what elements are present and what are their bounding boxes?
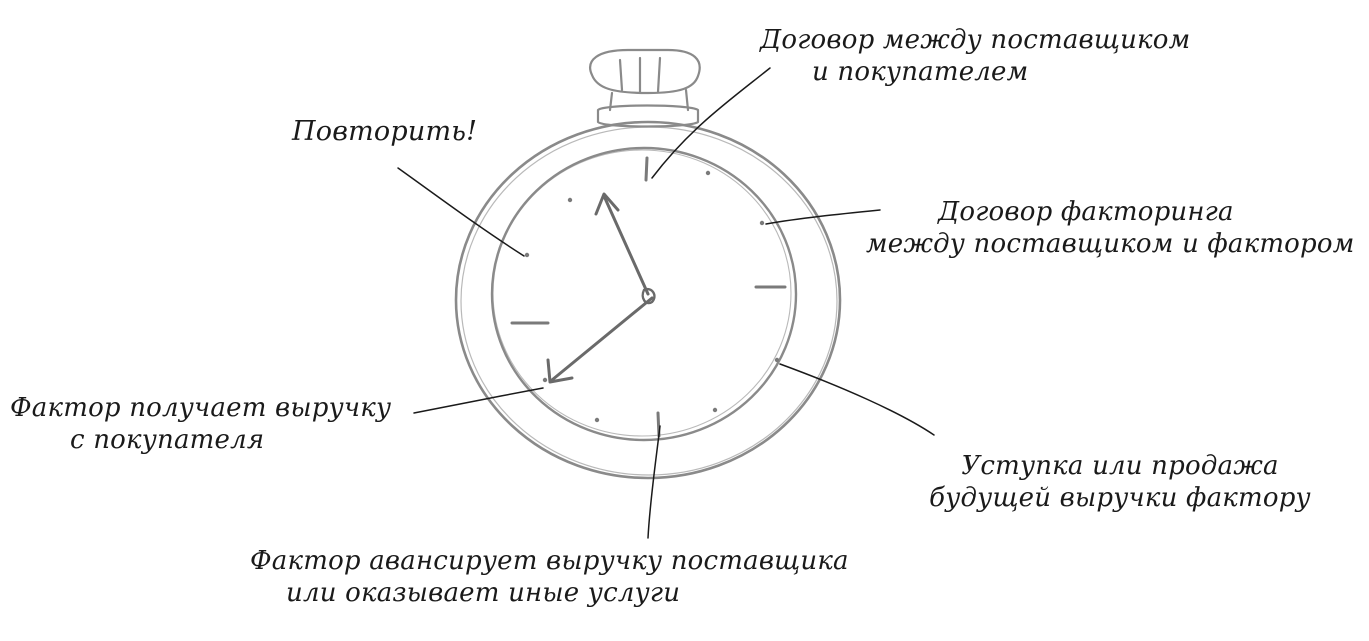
label-repeat-line1: Повторить! [292, 116, 477, 148]
marker-5 [713, 408, 717, 412]
label-contract-supplier-buyer-line1: Договор между поставщиком [760, 24, 1190, 56]
label-factor-advances-line2: или оказывает иные услуги [250, 577, 849, 609]
marker-4 [775, 358, 779, 362]
label-contract-supplier-buyer: Договор между поставщиком и покупателем [760, 24, 1190, 88]
label-factor-receives: Фактор получает выручку с покупателя [10, 392, 391, 456]
label-assignment-line1: Уступка или продажа [900, 450, 1340, 482]
label-factoring-contract-line2: между поставщиком и фактором [866, 228, 1355, 260]
marker-8 [543, 378, 547, 382]
marker-2 [760, 221, 764, 225]
hour-hand [604, 196, 648, 294]
leader-lines [398, 68, 934, 538]
label-factoring-contract-line1: Договор факторинга [866, 196, 1355, 228]
dial-markers [512, 158, 785, 436]
label-factor-receives-line2: с покупателя [10, 424, 391, 456]
label-assignment: Уступка или продажа будущей выручки факт… [900, 450, 1340, 514]
label-factor-advances: Фактор авансирует выручку поставщика или… [250, 545, 849, 609]
leader-factor-receives [414, 388, 543, 413]
marker-11 [568, 198, 572, 202]
label-factor-advances-line1: Фактор авансирует выручку поставщика [250, 545, 849, 577]
marker-12 [646, 158, 647, 180]
stopwatch-hands [548, 194, 654, 382]
label-repeat: Повторить! [292, 116, 477, 148]
marker-10 [525, 253, 529, 257]
label-factor-receives-line1: Фактор получает выручку [10, 392, 391, 424]
leader-factoring-contract [766, 210, 880, 224]
leader-assignment [780, 364, 934, 435]
marker-1 [706, 171, 710, 175]
label-contract-supplier-buyer-line2: и покупателем [760, 56, 1190, 88]
marker-7 [595, 418, 599, 422]
label-factoring-contract: Договор факторинга между поставщиком и ф… [866, 196, 1355, 260]
minute-hand [552, 298, 652, 380]
leader-factor-advances [648, 426, 660, 538]
label-assignment-line2: будущей выручки фактору [900, 482, 1340, 514]
stopwatch-crown [590, 50, 700, 127]
